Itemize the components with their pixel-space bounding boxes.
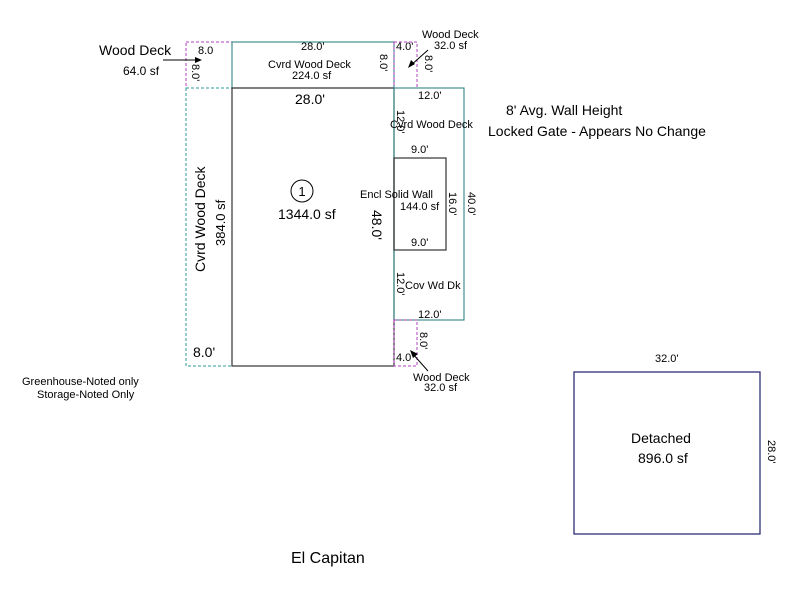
wood-deck-tr-arrowhead — [408, 60, 415, 68]
main-house-marker — [290, 179, 314, 203]
encl-height: 16.0' — [446, 192, 458, 216]
right-deck-bottom-dim: 12.0' — [394, 272, 406, 296]
wood-deck-br-area: 32.0 sf — [424, 382, 458, 394]
right-deck-top-dim: 12.0' — [394, 110, 406, 134]
right-deck-top-label: Cvrd Wood Deck — [390, 119, 473, 131]
cvrd-deck-top-height: 8.0' — [377, 54, 389, 71]
wood-deck-br-height: 8.0' — [417, 332, 429, 349]
cvrd-deck-top-area: 224.0 sf — [292, 70, 332, 82]
encl-label: Encl Solid Wall — [360, 189, 433, 201]
right-addition-bottom-width: 12.0' — [418, 309, 442, 321]
detached-area: 896.0 sf — [638, 450, 688, 466]
detached-label: Detached — [631, 430, 691, 446]
wood-deck-tl-area: 64.0 sf — [123, 64, 160, 78]
main-house-number: 1 — [298, 184, 305, 199]
encl-solid-wall-outline — [393, 157, 447, 251]
encl-area: 144.0 sf — [400, 201, 440, 213]
wood-deck-br-width: 4.0' — [396, 352, 413, 364]
storage-note: Storage-Noted Only — [37, 389, 135, 401]
wood-deck-tr-height: 8.0' — [422, 55, 434, 72]
wood-deck-tr-label: Wood Deck — [422, 29, 479, 41]
main-house-area: 1344.0 sf — [278, 206, 336, 222]
wood-deck-tr-width: 4.0' — [396, 41, 413, 53]
wood-deck-tl-arrowhead — [195, 57, 202, 63]
main-house-width: 28.0' — [295, 91, 325, 107]
detached-outline — [573, 371, 761, 535]
right-addition-height: 40.0' — [465, 192, 477, 216]
wood-deck-tl-label: Wood Deck — [99, 42, 172, 58]
detached-height: 28.0' — [765, 440, 777, 464]
wood-deck-tl-height: 8.0' — [189, 64, 201, 81]
encl-bottom-width: 9.0' — [411, 237, 428, 249]
right-deck-bottom-label: Cov Wd Dk — [405, 280, 461, 292]
cvrd-deck-left-area: 384.0 sf — [213, 199, 228, 246]
cvrd-deck-top-label: Cvrd Wood Deck — [268, 59, 351, 71]
right-addition-top-width: 12.0' — [418, 90, 442, 102]
cvrd-deck-left-width: 8.0' — [193, 344, 215, 360]
gate-note: Locked Gate - Appears No Change — [488, 123, 706, 139]
encl-top-width: 9.0' — [411, 144, 428, 156]
greenhouse-note: Greenhouse-Noted only — [22, 376, 139, 388]
sketch-caption: El Capitan — [291, 550, 365, 567]
wall-height-note: 8' Avg. Wall Height — [506, 102, 622, 118]
wood-deck-br-arrowhead — [410, 350, 418, 358]
wood-deck-br-label: Wood Deck — [413, 372, 470, 384]
wood-deck-bottom-right-outline — [393, 319, 418, 367]
main-house-height: 48.0' — [369, 210, 385, 240]
wood-deck-tl-width: 8.0 — [198, 45, 213, 57]
cvrd-deck-top-width: 28.0' — [301, 41, 325, 53]
cvrd-deck-left-label: Cvrd Wood Deck — [192, 165, 208, 272]
detached-width: 32.0' — [655, 353, 679, 365]
wood-deck-tr-area: 32.0 sf — [434, 40, 468, 52]
